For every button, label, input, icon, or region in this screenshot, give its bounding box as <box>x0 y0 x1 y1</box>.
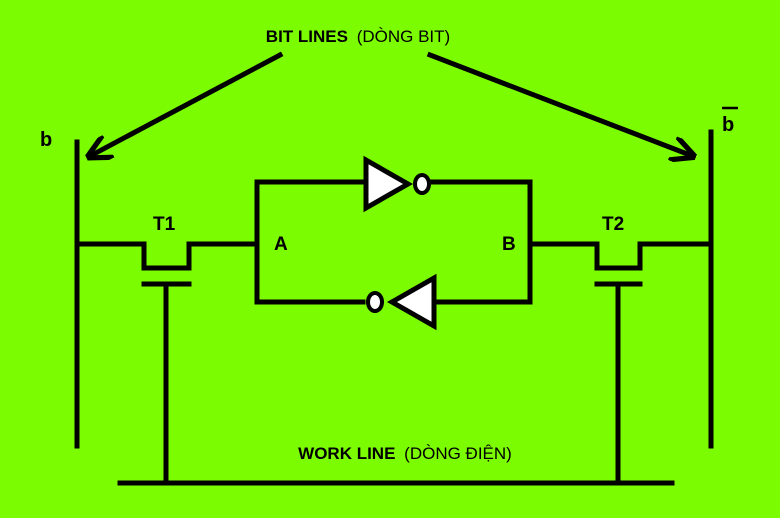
inverter-top <box>363 155 431 213</box>
bit-lines-label: BIT LINES <box>266 27 348 46</box>
bit-lines-title: BIT LINES (DÒNG BIT) <box>266 27 450 46</box>
latch-loop <box>254 179 533 305</box>
right-bitline-label: b <box>722 114 734 136</box>
t1-label: T1 <box>153 214 176 235</box>
inverter-bottom <box>366 273 437 331</box>
node-b-label: B <box>502 234 516 255</box>
bit-lines-note: (DÒNG BIT) <box>357 27 451 46</box>
arrow-to-right-bitline <box>426 51 690 155</box>
transistor-t1 <box>74 241 258 486</box>
transistor-t2 <box>527 241 714 486</box>
t2-label: T2 <box>602 214 624 235</box>
node-a-label: A <box>274 234 288 255</box>
arrow-to-left-bitline <box>92 51 284 155</box>
left-bitline-label: b <box>40 129 52 151</box>
word-line-note: (DÒNG ĐIỆN) <box>404 444 512 463</box>
word-line-title: WORK LINE (DÒNG ĐIỆN) <box>298 444 512 463</box>
word-line-label: WORK LINE <box>298 444 395 463</box>
